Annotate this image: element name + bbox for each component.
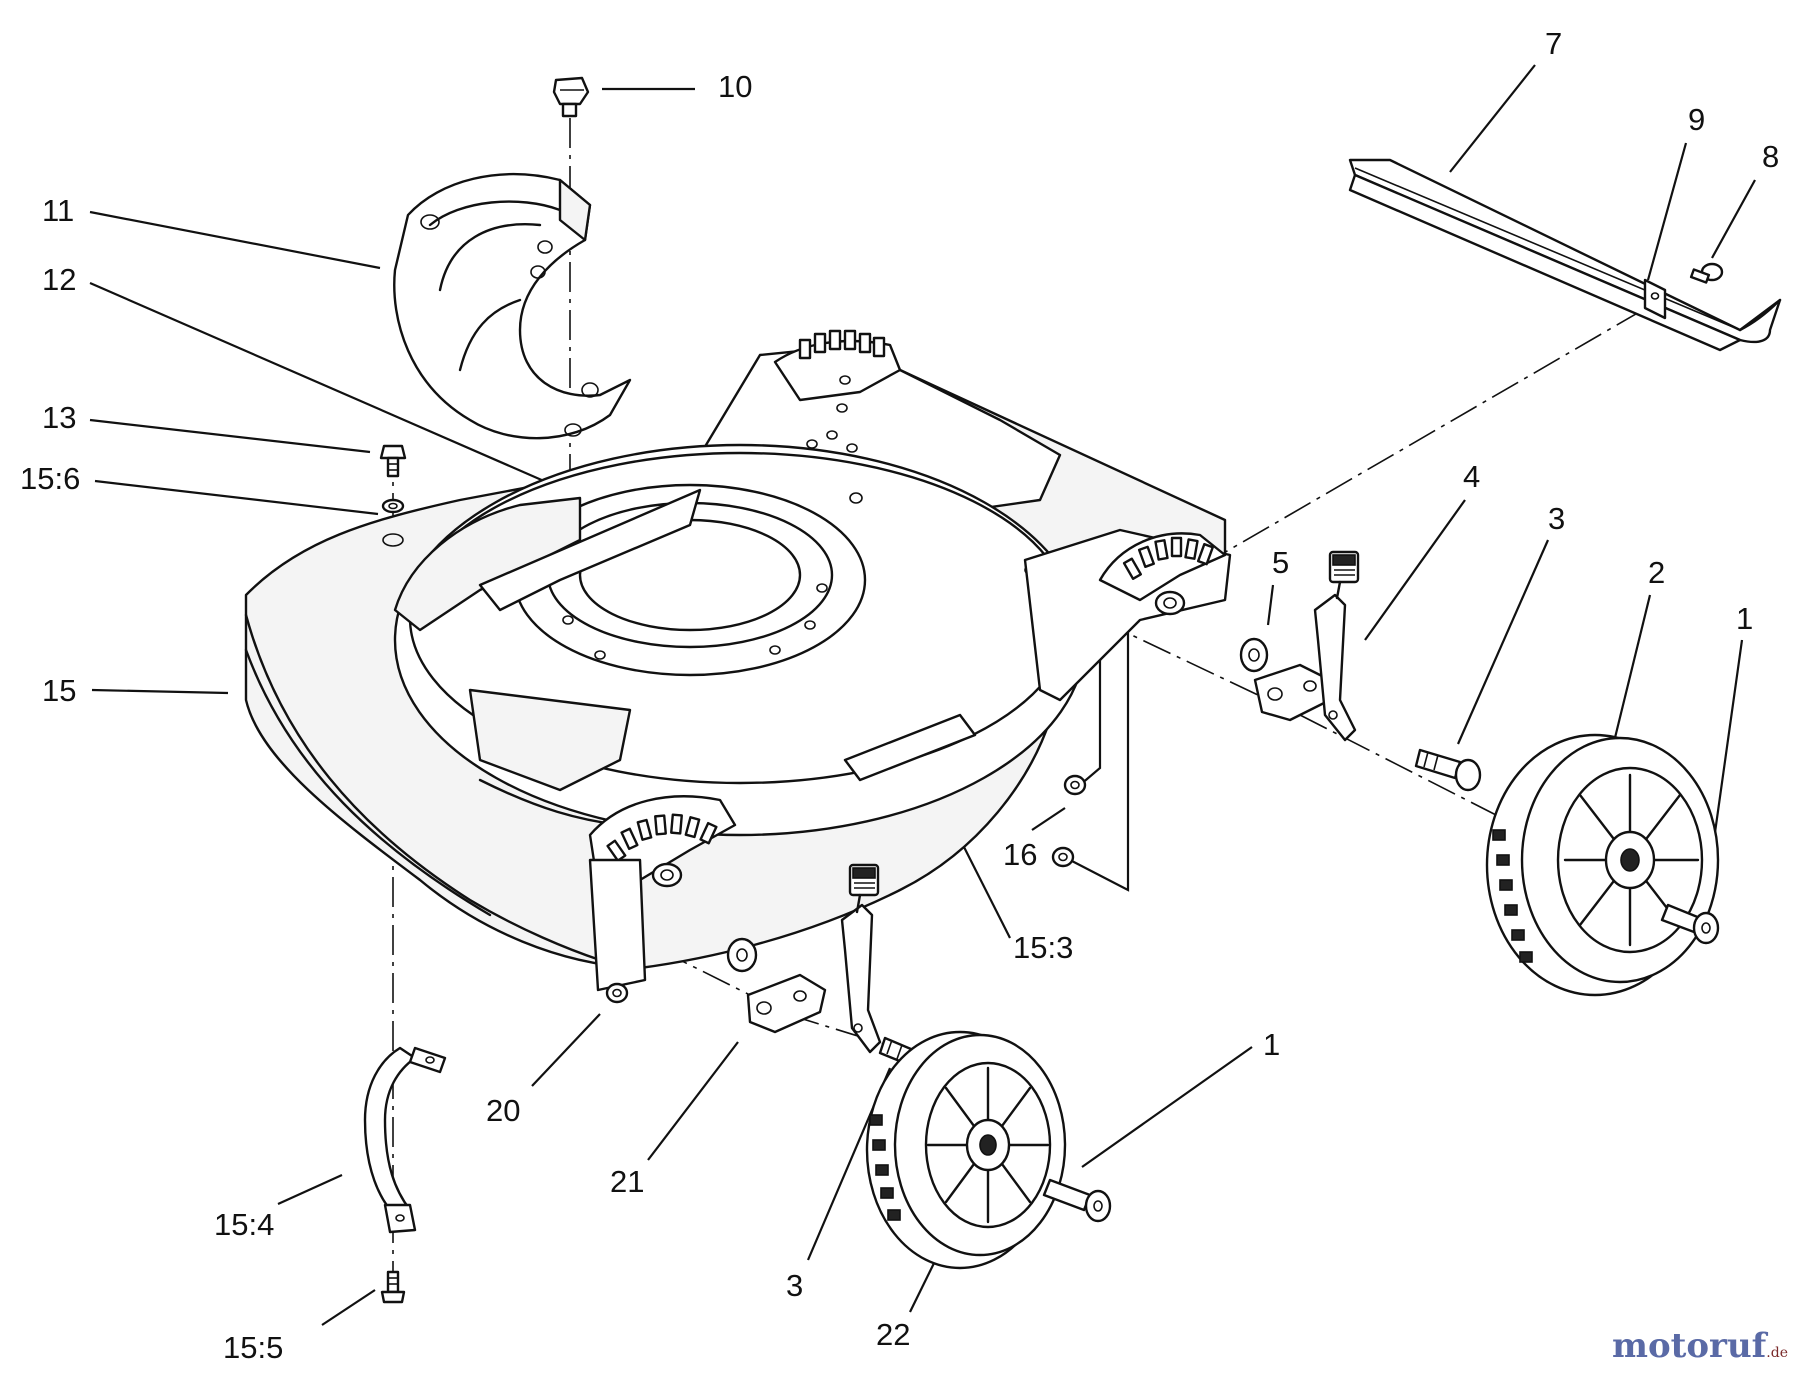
- shoulder-bolt-3-right: [1414, 748, 1482, 792]
- callout-labels: 10 7 9 8 11 12 13 15:6 4 3 2 5 1 15 16 15:3 1 20 21 15:4 3 22…: [20, 26, 1779, 1365]
- callout-c12: 12: [42, 262, 76, 297]
- rear-deflector-7: [1348, 158, 1782, 352]
- plug-knob: [552, 76, 590, 118]
- watermark-suffix: .de: [1766, 1345, 1788, 1361]
- wheel-22: [865, 1030, 1067, 1270]
- callout-c9: 9: [1688, 102, 1705, 137]
- axle-bracket-21: [746, 973, 827, 1034]
- washer-5: [1239, 637, 1269, 673]
- right-adjuster-teeth: [1122, 536, 1214, 580]
- height-lever-left: [840, 863, 882, 1054]
- callout-c15: 15: [42, 673, 76, 708]
- callout-c1-right: 1: [1736, 601, 1753, 636]
- bracket-9: [1643, 278, 1667, 320]
- callout-c20: 20: [486, 1093, 520, 1128]
- bolt-13: [379, 444, 407, 478]
- leader-lines: [89, 64, 1756, 1326]
- callout-c3-bottom: 3: [786, 1268, 803, 1303]
- callout-c21: 21: [610, 1164, 644, 1199]
- callout-c15-4: 15:4: [214, 1207, 274, 1242]
- rear-adjuster-teeth: [798, 329, 886, 360]
- callout-c16: 16: [1003, 837, 1037, 872]
- callout-c15-3: 15:3: [1013, 930, 1073, 965]
- washer-15-6: [381, 498, 405, 547]
- callout-c15-5: 15:5: [223, 1330, 283, 1365]
- callout-c15-6: 15:6: [20, 461, 80, 496]
- callout-c11: 11: [42, 193, 74, 228]
- wheel-2: [1485, 733, 1720, 997]
- wheel-2-tread: [1492, 829, 1533, 963]
- callout-c2: 2: [1648, 555, 1665, 590]
- callout-c22: 22: [876, 1317, 910, 1352]
- wheel-bolt-1-right: [1660, 903, 1720, 945]
- nut-16: [1051, 774, 1087, 868]
- left-adjuster-teeth: [606, 813, 718, 862]
- callout-c3-right: 3: [1548, 501, 1565, 536]
- mower-deck-housing: [244, 329, 1232, 992]
- washer-left: [726, 937, 758, 973]
- axle-bracket-4-right: [1253, 550, 1360, 742]
- callout-c1-bottom: 1: [1263, 1027, 1280, 1062]
- callout-c8: 8: [1762, 139, 1779, 174]
- discharge-chute-cover: [393, 173, 632, 440]
- wheel-22-tread: [869, 1114, 901, 1221]
- strap-15-4: [363, 1046, 447, 1234]
- watermark-logo: motoruf.de: [1612, 1326, 1788, 1366]
- callout-c10: 10: [718, 69, 752, 104]
- wheel-bolt-1-bottom: [1042, 1178, 1112, 1223]
- callout-c4: 4: [1463, 459, 1480, 494]
- screw-8: [1689, 262, 1724, 284]
- callout-c13: 13: [42, 400, 76, 435]
- callout-c5: 5: [1272, 545, 1289, 580]
- screw-15-5: [380, 1270, 406, 1304]
- callout-c7: 7: [1545, 26, 1562, 61]
- watermark-text: motoruf: [1612, 1326, 1767, 1366]
- nut-20: [605, 982, 629, 1004]
